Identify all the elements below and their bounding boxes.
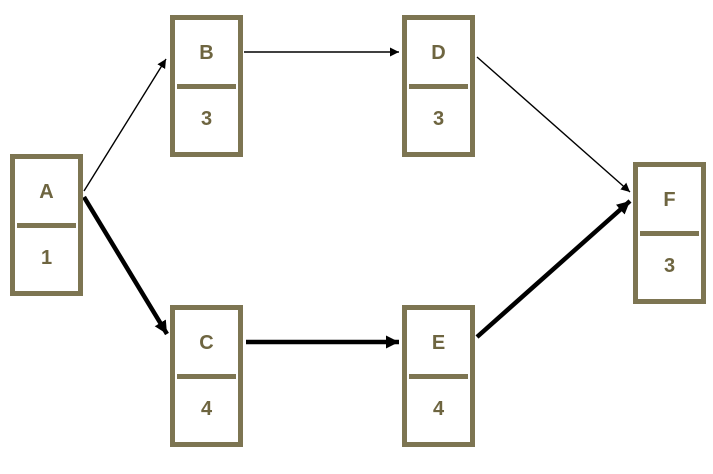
node-E: E 4 <box>402 305 475 447</box>
node-C-label: C <box>177 312 236 374</box>
node-C: C 4 <box>170 305 243 447</box>
node-D-label: D <box>409 22 468 84</box>
node-B: B 3 <box>170 15 243 157</box>
edge-E-F-arrow <box>475 199 632 339</box>
node-A: A 1 <box>10 154 83 296</box>
edge-group <box>82 47 632 349</box>
node-C-divider <box>177 373 236 379</box>
edge-A-C-arrow <box>82 195 169 336</box>
node-B-divider <box>177 83 236 89</box>
node-F-divider <box>640 230 699 236</box>
edge-A-B-arrow <box>83 58 167 192</box>
node-E-divider <box>409 373 468 379</box>
node-B-value: 3 <box>177 88 236 150</box>
node-D-value: 3 <box>409 88 468 150</box>
node-A-divider <box>17 222 76 228</box>
node-C-value: 4 <box>177 378 236 440</box>
node-B-label: B <box>177 22 236 84</box>
node-A-label: A <box>17 161 76 223</box>
node-F-label: F <box>640 169 699 231</box>
node-E-value: 4 <box>409 378 468 440</box>
edge-D-F-arrow <box>476 56 631 193</box>
node-F: F 3 <box>633 162 706 304</box>
node-F-value: 3 <box>640 235 699 297</box>
node-A-value: 1 <box>17 227 76 289</box>
node-D-divider <box>409 83 468 89</box>
node-D: D 3 <box>402 15 475 157</box>
node-E-label: E <box>409 312 468 374</box>
